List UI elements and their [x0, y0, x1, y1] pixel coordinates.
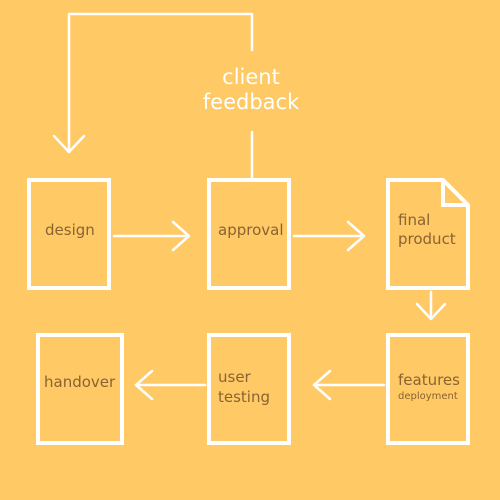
- user-testing-label-line-2: testing: [218, 388, 271, 406]
- final-product-box: [386, 178, 470, 290]
- design-label: design: [45, 221, 95, 239]
- feedback-line-2: feedback: [202, 90, 300, 114]
- arrowhead-design-approval: [171, 220, 191, 252]
- handover-box: [36, 333, 124, 445]
- arrowhead-approval-final: [346, 220, 366, 252]
- feedback-loop-line: [67, 12, 254, 152]
- handover-label: handover: [44, 373, 116, 391]
- user-testing-label-line-1: user: [218, 368, 251, 386]
- features-label: features: [398, 371, 460, 389]
- arrowhead-testing-handover: [134, 369, 154, 401]
- arrowhead-features-testing: [312, 369, 332, 401]
- design-box: [27, 178, 111, 290]
- final-product-fold: [441, 180, 468, 207]
- user-testing-box: [207, 333, 291, 445]
- feedback-loop-arrowhead: [52, 134, 86, 154]
- approval-label: approval: [218, 221, 284, 239]
- approval-box: [207, 178, 291, 290]
- client-feedback-label: client feedback: [181, 65, 321, 115]
- arrowhead-final-features: [415, 302, 447, 321]
- features-sub-label: deployment: [398, 391, 458, 402]
- final-product-label-line-1: final: [398, 211, 431, 229]
- feedback-line-1: client: [222, 65, 280, 89]
- final-product-label-line-2: product: [398, 230, 456, 248]
- features-box: [386, 333, 470, 445]
